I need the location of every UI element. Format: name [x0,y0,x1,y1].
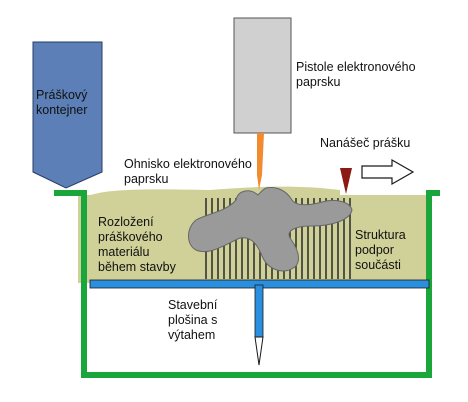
label-line: práškového [98,230,163,244]
arrow-right-icon [361,158,415,186]
label-powder-applicator: Nanášeč prášku [320,136,410,151]
electron-gun [233,17,292,134]
build-tank [54,190,440,378]
label-line: součásti [355,258,401,272]
build-part [188,187,353,272]
label-line: Pistole elektronového [296,60,416,74]
label-line: Ohnisko elektronového [124,157,252,171]
label-line: Struktura [355,228,406,242]
label-line: Stavební [168,298,218,312]
label-line: materiálu [98,245,150,259]
label-line: Nanášeč prášku [320,136,411,150]
powder-container [32,41,103,189]
label-line: Rozložení [98,215,154,229]
label-line: paprsku [124,172,169,186]
label-line: během stavby [98,260,176,274]
label-line: paprsku [296,75,341,89]
label-line: plošina s [168,313,218,327]
label-line: podpor [355,243,394,257]
label-line: Práškový [36,88,88,102]
elevator-tip [254,336,264,366]
label-line: kontejner [36,103,88,117]
powder-mound [84,186,340,198]
elevator-shaft [254,284,264,338]
electron-beam [257,133,264,190]
powder-applicator [340,168,352,194]
label-line: výtahem [168,328,216,342]
